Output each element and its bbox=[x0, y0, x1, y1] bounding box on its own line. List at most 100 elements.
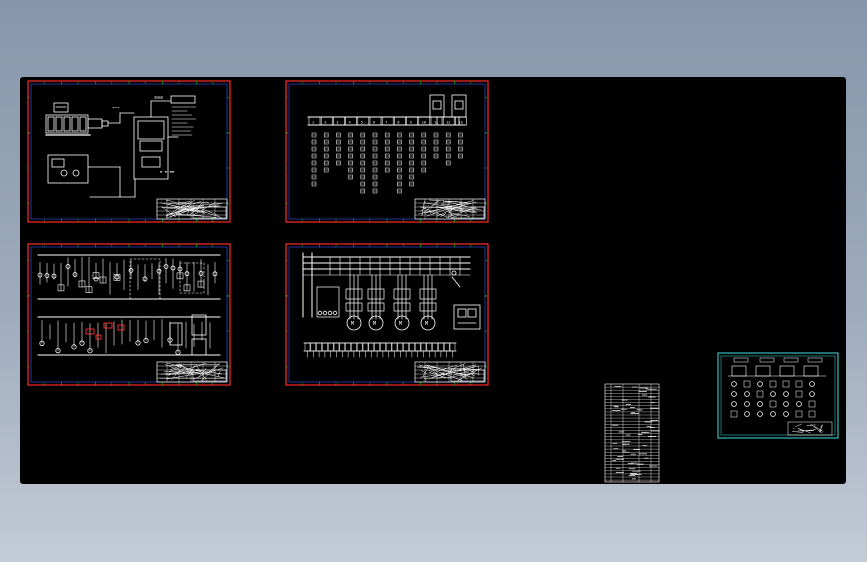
wire bbox=[440, 203, 452, 206]
box bbox=[169, 322, 183, 346]
label: D bbox=[485, 364, 487, 368]
wire bbox=[187, 208, 199, 217]
box bbox=[769, 380, 777, 388]
circle-symbol bbox=[394, 315, 410, 331]
box bbox=[385, 342, 392, 352]
box bbox=[414, 198, 486, 220]
wire bbox=[429, 199, 468, 203]
label: 3 bbox=[369, 81, 371, 85]
circle-symbol bbox=[93, 276, 99, 282]
circle-symbol bbox=[142, 276, 148, 282]
box bbox=[393, 302, 411, 312]
wire bbox=[167, 364, 183, 366]
wire bbox=[176, 363, 182, 368]
circle-symbol bbox=[770, 391, 776, 397]
label: 1 bbox=[312, 121, 314, 125]
box bbox=[57, 284, 65, 292]
box bbox=[316, 286, 340, 318]
wire bbox=[425, 377, 452, 379]
wire bbox=[451, 276, 461, 288]
label: 4 bbox=[402, 218, 404, 222]
box bbox=[327, 342, 334, 352]
box bbox=[467, 308, 477, 318]
box bbox=[419, 302, 437, 312]
box bbox=[756, 390, 764, 398]
label: 1 bbox=[43, 218, 45, 222]
box bbox=[731, 365, 747, 377]
label: 2 bbox=[77, 218, 79, 222]
circle-symbol bbox=[796, 401, 802, 407]
box bbox=[730, 410, 738, 418]
wire bbox=[421, 370, 427, 374]
label: 6 bbox=[470, 218, 472, 222]
circle-symbol bbox=[143, 337, 149, 344]
box bbox=[99, 276, 107, 284]
box bbox=[117, 324, 125, 331]
box bbox=[443, 342, 450, 352]
label: 11 bbox=[434, 121, 438, 125]
label: C bbox=[227, 329, 229, 333]
wire bbox=[462, 369, 476, 377]
box bbox=[808, 400, 816, 408]
box bbox=[63, 116, 71, 132]
label: 2 bbox=[335, 81, 337, 85]
box bbox=[27, 243, 231, 386]
wire bbox=[814, 426, 824, 432]
circle-symbol bbox=[170, 265, 176, 271]
label: 3 bbox=[111, 381, 113, 385]
box bbox=[85, 286, 93, 294]
label: 6 bbox=[212, 81, 214, 85]
label: 3 bbox=[369, 218, 371, 222]
box bbox=[316, 342, 322, 352]
circle-symbol bbox=[451, 270, 457, 276]
box bbox=[454, 100, 464, 110]
label: ≡≡≡ bbox=[154, 95, 163, 101]
wire bbox=[457, 365, 479, 372]
box bbox=[442, 116, 455, 126]
box bbox=[429, 94, 445, 118]
label: 3 bbox=[111, 81, 113, 85]
box bbox=[183, 284, 191, 292]
label: 3 bbox=[369, 381, 371, 385]
label: 5 bbox=[436, 218, 438, 222]
label: 5 bbox=[436, 381, 438, 385]
box bbox=[369, 116, 382, 126]
wire bbox=[462, 375, 467, 378]
label: A bbox=[227, 259, 229, 263]
group-outline bbox=[179, 262, 205, 294]
wire bbox=[206, 362, 220, 374]
box bbox=[391, 342, 398, 352]
wire bbox=[175, 371, 196, 373]
box bbox=[320, 116, 333, 126]
wire bbox=[181, 368, 224, 378]
wire bbox=[428, 371, 446, 378]
label: A bbox=[286, 259, 288, 263]
wire bbox=[196, 202, 203, 210]
box bbox=[453, 304, 481, 330]
circle-symbol bbox=[317, 310, 323, 316]
box bbox=[418, 116, 431, 126]
circle-symbol bbox=[744, 401, 750, 407]
wire bbox=[420, 206, 479, 210]
wire bbox=[457, 367, 483, 381]
wire bbox=[193, 202, 216, 216]
box bbox=[53, 102, 69, 113]
circle-symbol bbox=[783, 401, 789, 407]
box bbox=[808, 410, 816, 418]
wire bbox=[193, 370, 212, 380]
title-block bbox=[414, 361, 486, 383]
label: 4 bbox=[144, 244, 146, 248]
wire bbox=[798, 428, 804, 433]
box bbox=[717, 352, 839, 439]
box bbox=[604, 383, 660, 483]
wire bbox=[792, 431, 804, 433]
label: C bbox=[28, 329, 30, 333]
wire bbox=[423, 377, 427, 381]
box bbox=[113, 274, 121, 281]
wire bbox=[418, 366, 470, 376]
wire bbox=[167, 201, 191, 205]
box bbox=[357, 116, 370, 126]
